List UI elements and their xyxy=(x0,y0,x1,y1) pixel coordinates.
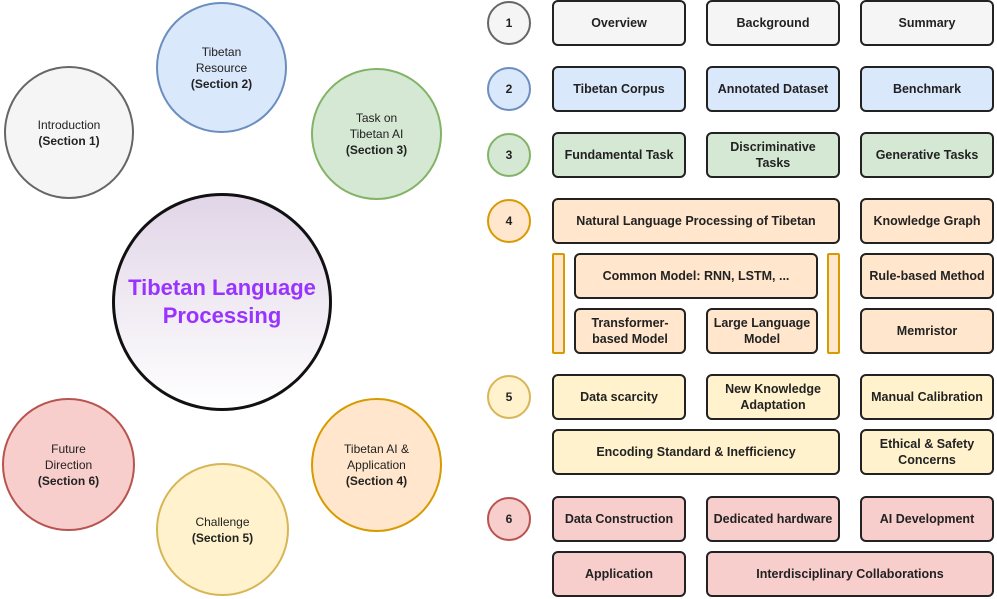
section-1-label: (Section 1) xyxy=(38,133,100,148)
encoding-standard-box: Encoding Standard & Inefficiency xyxy=(552,429,840,475)
section-6-name: Future Direction xyxy=(44,441,93,472)
section-2-label: (Section 2) xyxy=(190,76,253,91)
row-2-number: 2 xyxy=(487,67,531,111)
data-construction-box: Data Construction xyxy=(552,496,686,542)
section-3-label: (Section 3) xyxy=(345,143,408,157)
right-bracket-bar xyxy=(827,253,840,354)
manual-calibration-box: Manual Calibration xyxy=(860,374,994,420)
section-5-circle: Challenge (Section 5) xyxy=(156,463,289,596)
section-2-name: Tibetan Resource xyxy=(195,44,248,75)
tibetan-corpus-box: Tibetan Corpus xyxy=(552,66,686,112)
annotated-dataset-box: Annotated Dataset xyxy=(706,66,840,112)
section-4-name: Tibetan AI & Application xyxy=(344,442,409,472)
nlp-of-tibetan-box: Natural Language Processing of Tibetan xyxy=(552,198,840,244)
large-language-model-box: Large Language Model xyxy=(706,308,818,354)
section-1-circle: Introduction (Section 1) xyxy=(4,66,134,199)
section-3-circle: Task on Tibetan AI (Section 3) xyxy=(311,68,442,200)
section-5-label: (Section 5) xyxy=(191,530,254,545)
row-5-number: 5 xyxy=(487,375,531,419)
dedicated-hardware-box: Dedicated hardware xyxy=(706,496,840,542)
section-4-label: (Section 4) xyxy=(345,474,408,488)
common-model-box: Common Model: RNN, LSTM, ... xyxy=(574,253,818,299)
center-title: Tibetan Language Processing xyxy=(112,193,332,411)
row-3-number: 3 xyxy=(487,133,531,177)
benchmark-box: Benchmark xyxy=(860,66,994,112)
transformer-model-box: Transformer-based Model xyxy=(574,308,686,354)
knowledge-graph-box: Knowledge Graph xyxy=(860,198,994,244)
section-3-name: Task on Tibetan AI xyxy=(349,111,404,141)
summary-box: Summary xyxy=(860,0,994,46)
generative-tasks-box: Generative Tasks xyxy=(860,132,994,178)
section-5-name: Challenge xyxy=(195,514,250,529)
ethical-safety-box: Ethical & Safety Concerns xyxy=(860,429,994,475)
ai-development-box: AI Development xyxy=(860,496,994,542)
section-6-label: (Section 6) xyxy=(37,473,100,488)
overview-box: Overview xyxy=(552,0,686,46)
section-4-circle: Tibetan AI & Application (Section 4) xyxy=(311,398,442,532)
section-1-name: Introduction xyxy=(37,117,101,132)
interdisciplinary-box: Interdisciplinary Collaborations xyxy=(706,551,994,597)
data-scarcity-box: Data scarcity xyxy=(552,374,686,420)
section-6-circle: Future Direction (Section 6) xyxy=(2,398,135,531)
section-2-circle: Tibetan Resource (Section 2) xyxy=(156,2,287,133)
row-1-number: 1 xyxy=(487,1,531,45)
discriminative-tasks-box: Discriminative Tasks xyxy=(706,132,840,178)
fundamental-task-box: Fundamental Task xyxy=(552,132,686,178)
rule-based-method-box: Rule-based Method xyxy=(860,253,994,299)
background-box: Background xyxy=(706,0,840,46)
row-6-number: 6 xyxy=(487,497,531,541)
new-knowledge-adaptation-box: New Knowledge Adaptation xyxy=(706,374,840,420)
row-4-number: 4 xyxy=(487,199,531,243)
memristor-box: Memristor xyxy=(860,308,994,354)
application-box: Application xyxy=(552,551,686,597)
left-bracket-bar xyxy=(552,253,565,354)
